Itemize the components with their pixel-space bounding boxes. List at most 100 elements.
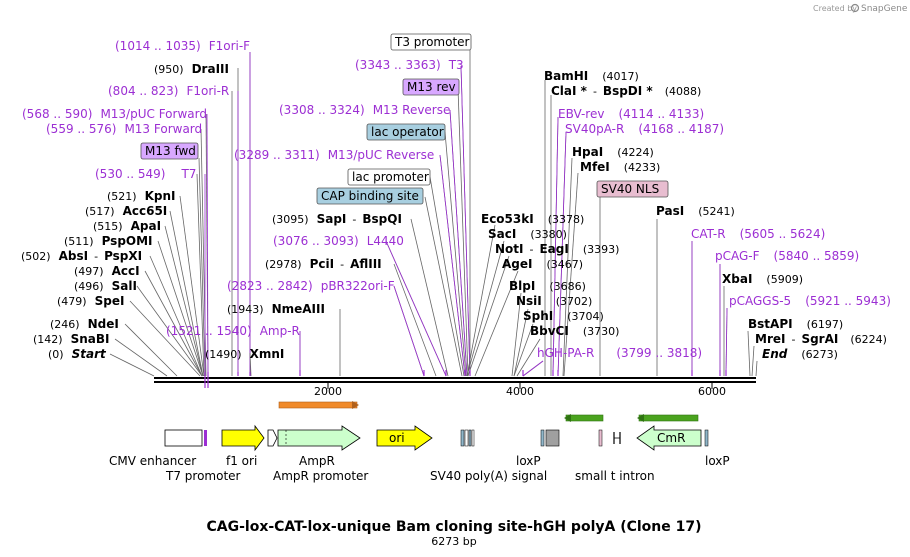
m13-fwd-primer: M13 fwd — [140, 142, 199, 160]
nmeaiii-label: (1943)NmeAIII — [227, 302, 325, 316]
feature-ticks — [204, 370, 727, 388]
lac-promoter-box: lac promoter — [347, 168, 431, 186]
feature-ampr — [277, 425, 361, 451]
apai-label: (515)ApaI — [93, 219, 161, 233]
sv40-nls-box: SV40 NLS — [596, 180, 669, 198]
feature-small-t-intron — [613, 432, 621, 444]
feature-loxp-1 — [540, 429, 545, 447]
agei-label: AgeI(3467) — [502, 257, 583, 271]
start-label: (0)Start — [48, 347, 107, 361]
bbvci-label: BbvCI(3730) — [530, 324, 619, 338]
tick-label-2000: 2000 — [314, 385, 342, 398]
xbai-label: XbaI(5909) — [722, 272, 803, 286]
pcag-f-label: pCAG-F(5840 .. 5859) — [715, 249, 859, 263]
label-cmv-enhancer: CMV enhancer — [109, 454, 196, 468]
map-subtitle: 6273 bp — [431, 535, 476, 548]
blpi-label: BlpI(3686) — [509, 279, 586, 293]
m13-puc-reverse-label: (3289 .. 3311)M13/pUC Reverse — [234, 148, 434, 162]
sequence-backbone: 2000 4000 6000 — [154, 377, 756, 398]
xmni-label: (1490)XmnI — [205, 347, 284, 361]
center-feature-lines — [299, 65, 471, 377]
t3-label: (3343 .. 3363)T3 — [355, 58, 464, 72]
cmr-inner-label: CmR — [657, 431, 685, 445]
sv40pa-r-label: SV40pA-R(4168 .. 4187) — [565, 122, 724, 136]
hpai-label: HpaI(4224) — [572, 145, 654, 159]
cap-binding-site-box: CAP binding site — [316, 187, 424, 205]
left-feature-lines — [204, 52, 251, 377]
acci-label: (497)AccI — [74, 264, 140, 278]
label-small-t-intron: small t intron — [575, 469, 655, 483]
sphi-label: SphI(3704) — [523, 309, 604, 323]
right-feature-lines — [522, 116, 728, 377]
right-labels: BamHI(4017) ClaI *-BspDI *(4088) EBV-rev… — [481, 69, 891, 361]
sapi-bspqi-label: (3095)SapI-BspQI — [272, 212, 402, 226]
end-label: End(6273) — [762, 347, 838, 361]
feature-t7-promoter — [204, 430, 207, 446]
ndei-label: (246)NdeI — [50, 317, 119, 331]
clai-bspdi-label: ClaI *-BspDI *(4088) — [551, 84, 701, 98]
eco53ki-label: Eco53kI(3378) — [481, 212, 584, 226]
label-f1-ori: f1 ori — [226, 454, 257, 468]
noti-eagi-label: NotI-EagI(3393) — [495, 242, 619, 256]
created-by-label: Created by — [813, 4, 857, 13]
feature-sv40-polya — [545, 429, 560, 447]
tick-label-4000: 4000 — [506, 385, 534, 398]
mrei-sgrai-label: MreI-SgrAI(6224) — [755, 332, 887, 346]
nsii-label: NsiI(3702) — [516, 294, 592, 308]
pcaggs-5-label: pCAGGS-5(5921 .. 5943) — [729, 294, 891, 308]
feature-sv40-nls — [598, 429, 603, 447]
tick-label-6000: 6000 — [698, 385, 726, 398]
svg-text:M13 rev: M13 rev — [407, 80, 456, 94]
absi-pspxi-label: (502)AbsI-PspXI — [21, 249, 142, 263]
pasi-label: PasI(5241) — [656, 204, 735, 218]
bamhi-label: BamHI(4017) — [544, 69, 639, 83]
ori-inner-label: ori — [389, 431, 405, 445]
feature-loxp-2 — [704, 429, 709, 447]
m13-forward-label: (559 .. 576)M13 Forward — [46, 122, 202, 136]
l4440-label: (3076 .. 3093)L4440 — [273, 234, 404, 248]
m13-reverse-label: (3308 .. 3324)M13 Reverse — [279, 103, 450, 117]
cat-r-label: CAT-R(5605 .. 5624) — [691, 227, 825, 241]
label-t7-promoter: T7 promoter — [165, 469, 241, 483]
m13-puc-forward-label: (568 .. 590)M13/pUC Forward — [22, 107, 207, 121]
saci-label: SacI(3380) — [488, 227, 567, 241]
orf-amp-arrow — [278, 401, 359, 409]
feature-lac-cluster — [460, 429, 475, 447]
lac-operator-box: lac operator — [366, 123, 446, 141]
svg-text:CAP binding site: CAP binding site — [321, 189, 419, 203]
feature-cmv-enhancer — [164, 429, 203, 447]
label-sv40-polya: SV40 poly(A) signal — [430, 469, 547, 483]
svg-text:lac operator: lac operator — [371, 125, 444, 139]
acc65i-label: (517)Acc65I — [85, 204, 167, 218]
snabi-label: (142)SnaBI — [33, 332, 110, 346]
bstapi-label: BstAPI(6197) — [748, 317, 843, 331]
draiii-label: (950)DraIII — [154, 62, 229, 76]
label-ampr: AmpR — [299, 454, 335, 468]
mfei-label: MfeI(4233) — [580, 160, 660, 174]
label-ampr-promoter: AmpR promoter — [273, 469, 368, 483]
t7-label: (530 .. 549)T7 — [95, 167, 196, 181]
left-labels: (1014 .. 1035)F1ori-F (950)DraIII (804 .… — [21, 39, 250, 361]
pcii-afliii-label: (2978)PciI-AflIII — [265, 257, 382, 271]
ebv-rev-label: EBV-rev(4114 .. 4133) — [558, 107, 704, 121]
f1ori-f-label: (1014 .. 1035)F1ori-F — [115, 39, 250, 53]
feature-f1-ori — [221, 424, 265, 452]
feature-ampr-promoter — [267, 429, 278, 447]
feature-cmr: CmR — [636, 425, 702, 451]
hgh-pa-r-label: hGH-PA-R(3799 .. 3818) — [537, 346, 702, 360]
sali-label: (496)SalI — [74, 279, 137, 293]
svg-text:SV40 NLS: SV40 NLS — [601, 182, 659, 196]
center-labels: T3 promoter (3343 .. 3363)T3 M13 rev (33… — [166, 33, 472, 361]
f1ori-r-label: (804 .. 823)F1ori-R — [108, 84, 229, 98]
pbr322ori-f-label: (2823 .. 2842)pBR322ori-F — [227, 279, 395, 293]
svg-text:M13 fwd: M13 fwd — [145, 144, 196, 158]
svg-text:lac promoter: lac promoter — [352, 170, 429, 184]
label-loxp-1: loxP — [516, 454, 541, 468]
snapgene-logo-icon — [850, 3, 860, 13]
svg-text:T3 promoter: T3 promoter — [394, 35, 470, 49]
m13-rev-primer: M13 rev — [402, 78, 460, 96]
kpni-label: (521)KpnI — [107, 189, 176, 203]
orf-sv40-arrow — [564, 414, 604, 422]
map-title: CAG-lox-CAT-lox-unique Bam cloning site-… — [206, 519, 701, 535]
